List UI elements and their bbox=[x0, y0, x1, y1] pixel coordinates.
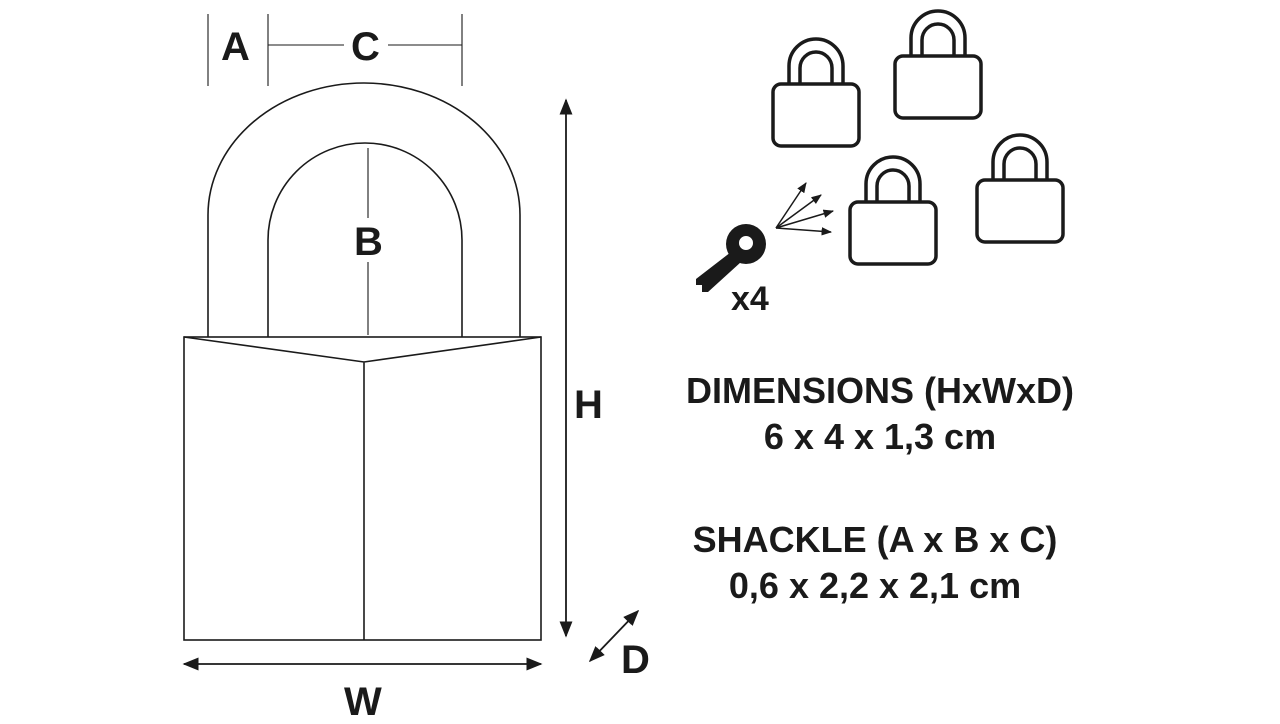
dimension-label-d: D bbox=[621, 638, 650, 682]
lock-body-bevel bbox=[183, 336, 542, 640]
key-spread-arrows bbox=[775, 182, 835, 236]
shackle-title: SHACKLE (A x B x C) bbox=[692, 519, 1058, 560]
dimensions-spec: DIMENSIONS (HxWxD) 6 x 4 x 1,3 cm bbox=[600, 368, 1160, 460]
key-icon bbox=[696, 224, 766, 292]
dimensions-title: DIMENSIONS (HxWxD) bbox=[685, 370, 1075, 411]
key-count: x4 bbox=[731, 280, 769, 318]
lock-body bbox=[183, 336, 542, 641]
padlock-icon bbox=[893, 9, 983, 120]
padlock-icon bbox=[975, 133, 1065, 244]
shackle-outer bbox=[207, 82, 521, 337]
dimension-label-c: C bbox=[351, 25, 380, 69]
dimension-label-b: B bbox=[354, 220, 383, 264]
dimension-label-w: W bbox=[344, 680, 382, 724]
dimension-label-a: A bbox=[221, 25, 250, 69]
main-padlock bbox=[183, 82, 542, 641]
dimension-arrows bbox=[182, 98, 640, 671]
shackle-value: 0,6 x 2,2 x 2,1 cm bbox=[728, 565, 1022, 606]
dimension-label-h: H bbox=[574, 383, 603, 427]
dimension-lines bbox=[207, 14, 463, 335]
padlock-icon bbox=[848, 155, 938, 266]
shackle-inner bbox=[267, 142, 463, 337]
dimension-d-arrow bbox=[588, 609, 640, 663]
padlock-icon bbox=[771, 37, 861, 148]
dimensions-value: 6 x 4 x 1,3 cm bbox=[763, 416, 997, 457]
shackle-spec: SHACKLE (A x B x C) 0,6 x 2,2 x 2,1 cm bbox=[595, 517, 1155, 609]
